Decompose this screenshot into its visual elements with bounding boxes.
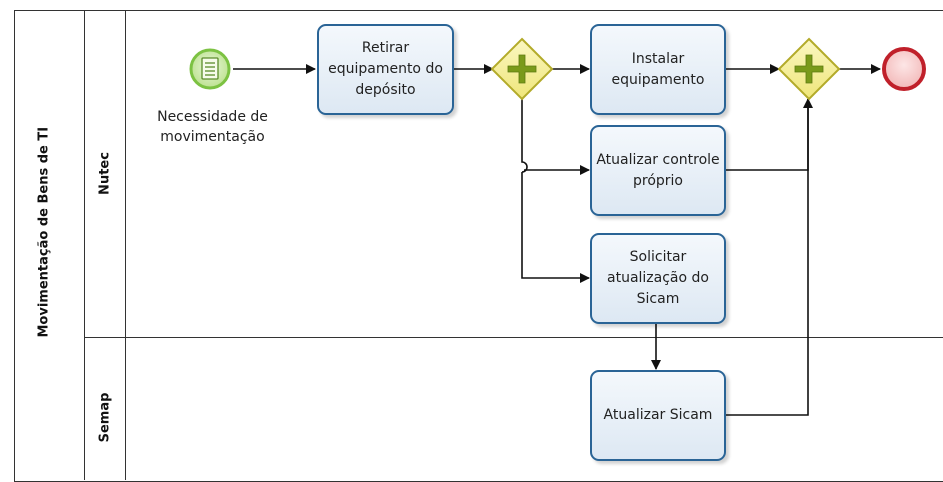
start-event-label: Necessidade de movimentação [157, 109, 268, 145]
plus-icon [507, 54, 537, 84]
pool-header-divider [84, 10, 85, 480]
task-retirar-equipamento[interactable]: Retirar equipamento do depósito [317, 24, 454, 115]
lane-header-divider [125, 10, 126, 480]
lane-divider [84, 337, 943, 338]
flow-split-to-solicitar [521, 172, 590, 283]
start-event[interactable] [189, 48, 231, 90]
flow-split-to-atualizar-controle [521, 99, 528, 173]
parallel-gateway-split[interactable] [490, 37, 554, 101]
task-solicitar-atualizacao-sicam[interactable]: Solicitar atualização do Sicam [590, 233, 726, 324]
sequence-flows [233, 64, 881, 416]
task-instalar-equipamento[interactable]: Instalar equipamento [590, 24, 726, 115]
flow-atualizar-sicam-to-join [726, 99, 809, 416]
task-atualizar-sicam[interactable]: Atualizar Sicam [590, 370, 726, 461]
message-icon [201, 57, 219, 80]
plus-icon [794, 54, 824, 84]
task-atualizar-controle-proprio[interactable]: Atualizar controle próprio [590, 125, 726, 216]
flow-atualizar-controle-to-join [726, 98, 813, 171]
end-event[interactable] [882, 47, 926, 91]
parallel-gateway-join[interactable] [777, 37, 841, 101]
